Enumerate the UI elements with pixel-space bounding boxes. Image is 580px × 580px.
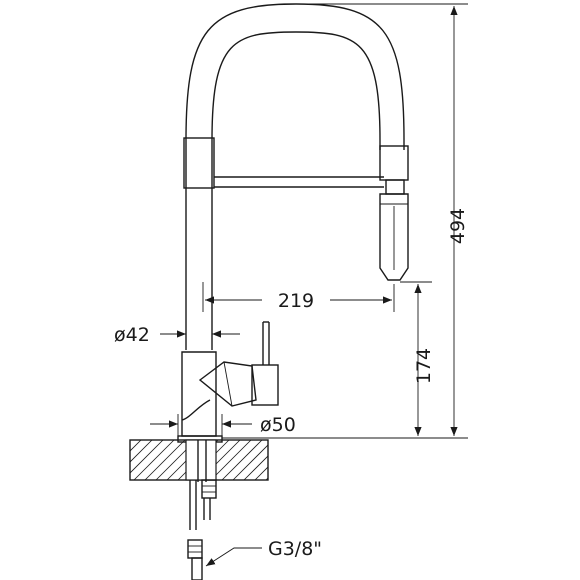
hatch-line <box>265 477 268 480</box>
dimension-reach: 219 <box>202 282 395 312</box>
spout-height-label: 174 <box>413 348 435 384</box>
spout-hose <box>185 3 405 350</box>
dimension-spout-height: 174 <box>400 281 435 436</box>
total-height-label: 494 <box>447 208 469 244</box>
body-diameter-label: ø42 <box>114 324 150 346</box>
connection-callout: G3/8" <box>205 538 322 567</box>
hatch-line <box>130 440 164 474</box>
hatch-line <box>210 440 252 480</box>
hatch-line <box>277 440 317 480</box>
connection-label: G3/8" <box>268 538 322 560</box>
faucet-body <box>177 321 279 443</box>
dimension-base-diameter: ø50 <box>150 414 296 436</box>
hatch-line <box>133 440 175 480</box>
countertop-section <box>129 439 339 481</box>
hatch-line <box>288 440 328 480</box>
base-diameter-label: ø50 <box>260 414 296 436</box>
dimension-body-diameter: ø42 <box>114 324 240 350</box>
hatch-line <box>130 440 142 452</box>
support-rod <box>214 176 384 188</box>
hatch-line <box>130 440 131 441</box>
hatch-line <box>243 455 268 480</box>
spray-head <box>379 145 409 281</box>
dimension-total-height: 494 <box>222 3 469 439</box>
hatch-line <box>144 440 186 480</box>
hatch-line <box>130 440 153 463</box>
supply-connector <box>187 539 203 580</box>
hatch-line <box>232 444 268 480</box>
column-collar <box>183 137 215 189</box>
arrow-icon <box>205 547 262 567</box>
reach-label: 219 <box>278 290 314 312</box>
hatch-line <box>221 440 263 480</box>
mounting-shank <box>189 440 217 530</box>
hatch-line <box>254 466 268 480</box>
hatch-line <box>299 440 339 480</box>
